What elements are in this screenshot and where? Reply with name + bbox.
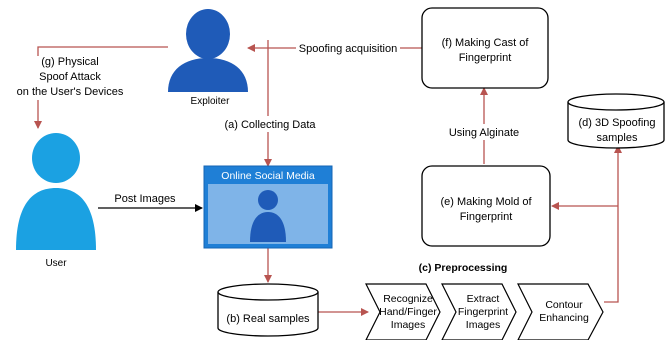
edge-preprocessing-to-spoof (604, 145, 622, 303)
preprocessing-step-1 (365, 283, 441, 340)
spoof-samples-label-2: samples (597, 132, 638, 144)
label-spoofing-acquisition: Spoofing acquisition (299, 43, 397, 55)
making-mold-label-1: (e) Making Mold of (440, 196, 532, 208)
media-avatar-icon (258, 190, 278, 210)
exploiter-person-icon (168, 9, 248, 92)
exploiter-label: Exploiter (191, 96, 231, 107)
social-media-title: Online Social Media (221, 170, 315, 182)
label-physical-attack-2: Spoof Attack (39, 71, 101, 83)
preprocessing-step-1-line-3: Images (391, 319, 425, 331)
real-samples-database (217, 283, 319, 337)
making-cast-box (421, 7, 549, 89)
label-using-alginate: Using Alginate (449, 127, 519, 139)
preprocessing-step-3-line-1: Contour (545, 299, 583, 311)
making-mold-label-2: Fingerprint (460, 211, 513, 223)
spoof-samples-database (567, 93, 665, 149)
label-collecting-data: (a) Collecting Data (224, 119, 316, 131)
preprocessing-step-2 (441, 283, 517, 340)
making-cast-label-1: (f) Making Cast of (442, 37, 530, 49)
making-cast-label-2: Fingerprint (459, 52, 512, 64)
social-media-window (203, 165, 333, 249)
preprocessing-step-1-line-2: Hand/Finger (379, 306, 437, 318)
preprocessing-step-2-line-1: Extract (467, 293, 500, 305)
spoof-samples-label-1: (d) 3D Spoofing (578, 117, 655, 129)
label-physical-attack-1: (g) Physical (41, 56, 98, 68)
label-physical-attack-3: on the User's Devices (17, 86, 124, 98)
user-label: User (45, 258, 67, 269)
making-mold-box (421, 165, 551, 247)
label-post-images: Post Images (114, 193, 176, 205)
user-person-icon (16, 133, 96, 250)
real-samples-label: (b) Real samples (226, 313, 310, 325)
preprocessing-step-3 (517, 283, 604, 340)
preprocessing-step-3-line-2: Enhancing (539, 312, 589, 324)
edge-physical-attack (34, 46, 168, 129)
preprocessing-step-1-line-1: Recognize (383, 293, 433, 305)
preprocessing-title: (c) Preprocessing (419, 262, 508, 274)
preprocessing-step-2-line-2: Fingerprint (458, 306, 508, 318)
preprocessing-step-2-line-3: Images (466, 319, 500, 331)
